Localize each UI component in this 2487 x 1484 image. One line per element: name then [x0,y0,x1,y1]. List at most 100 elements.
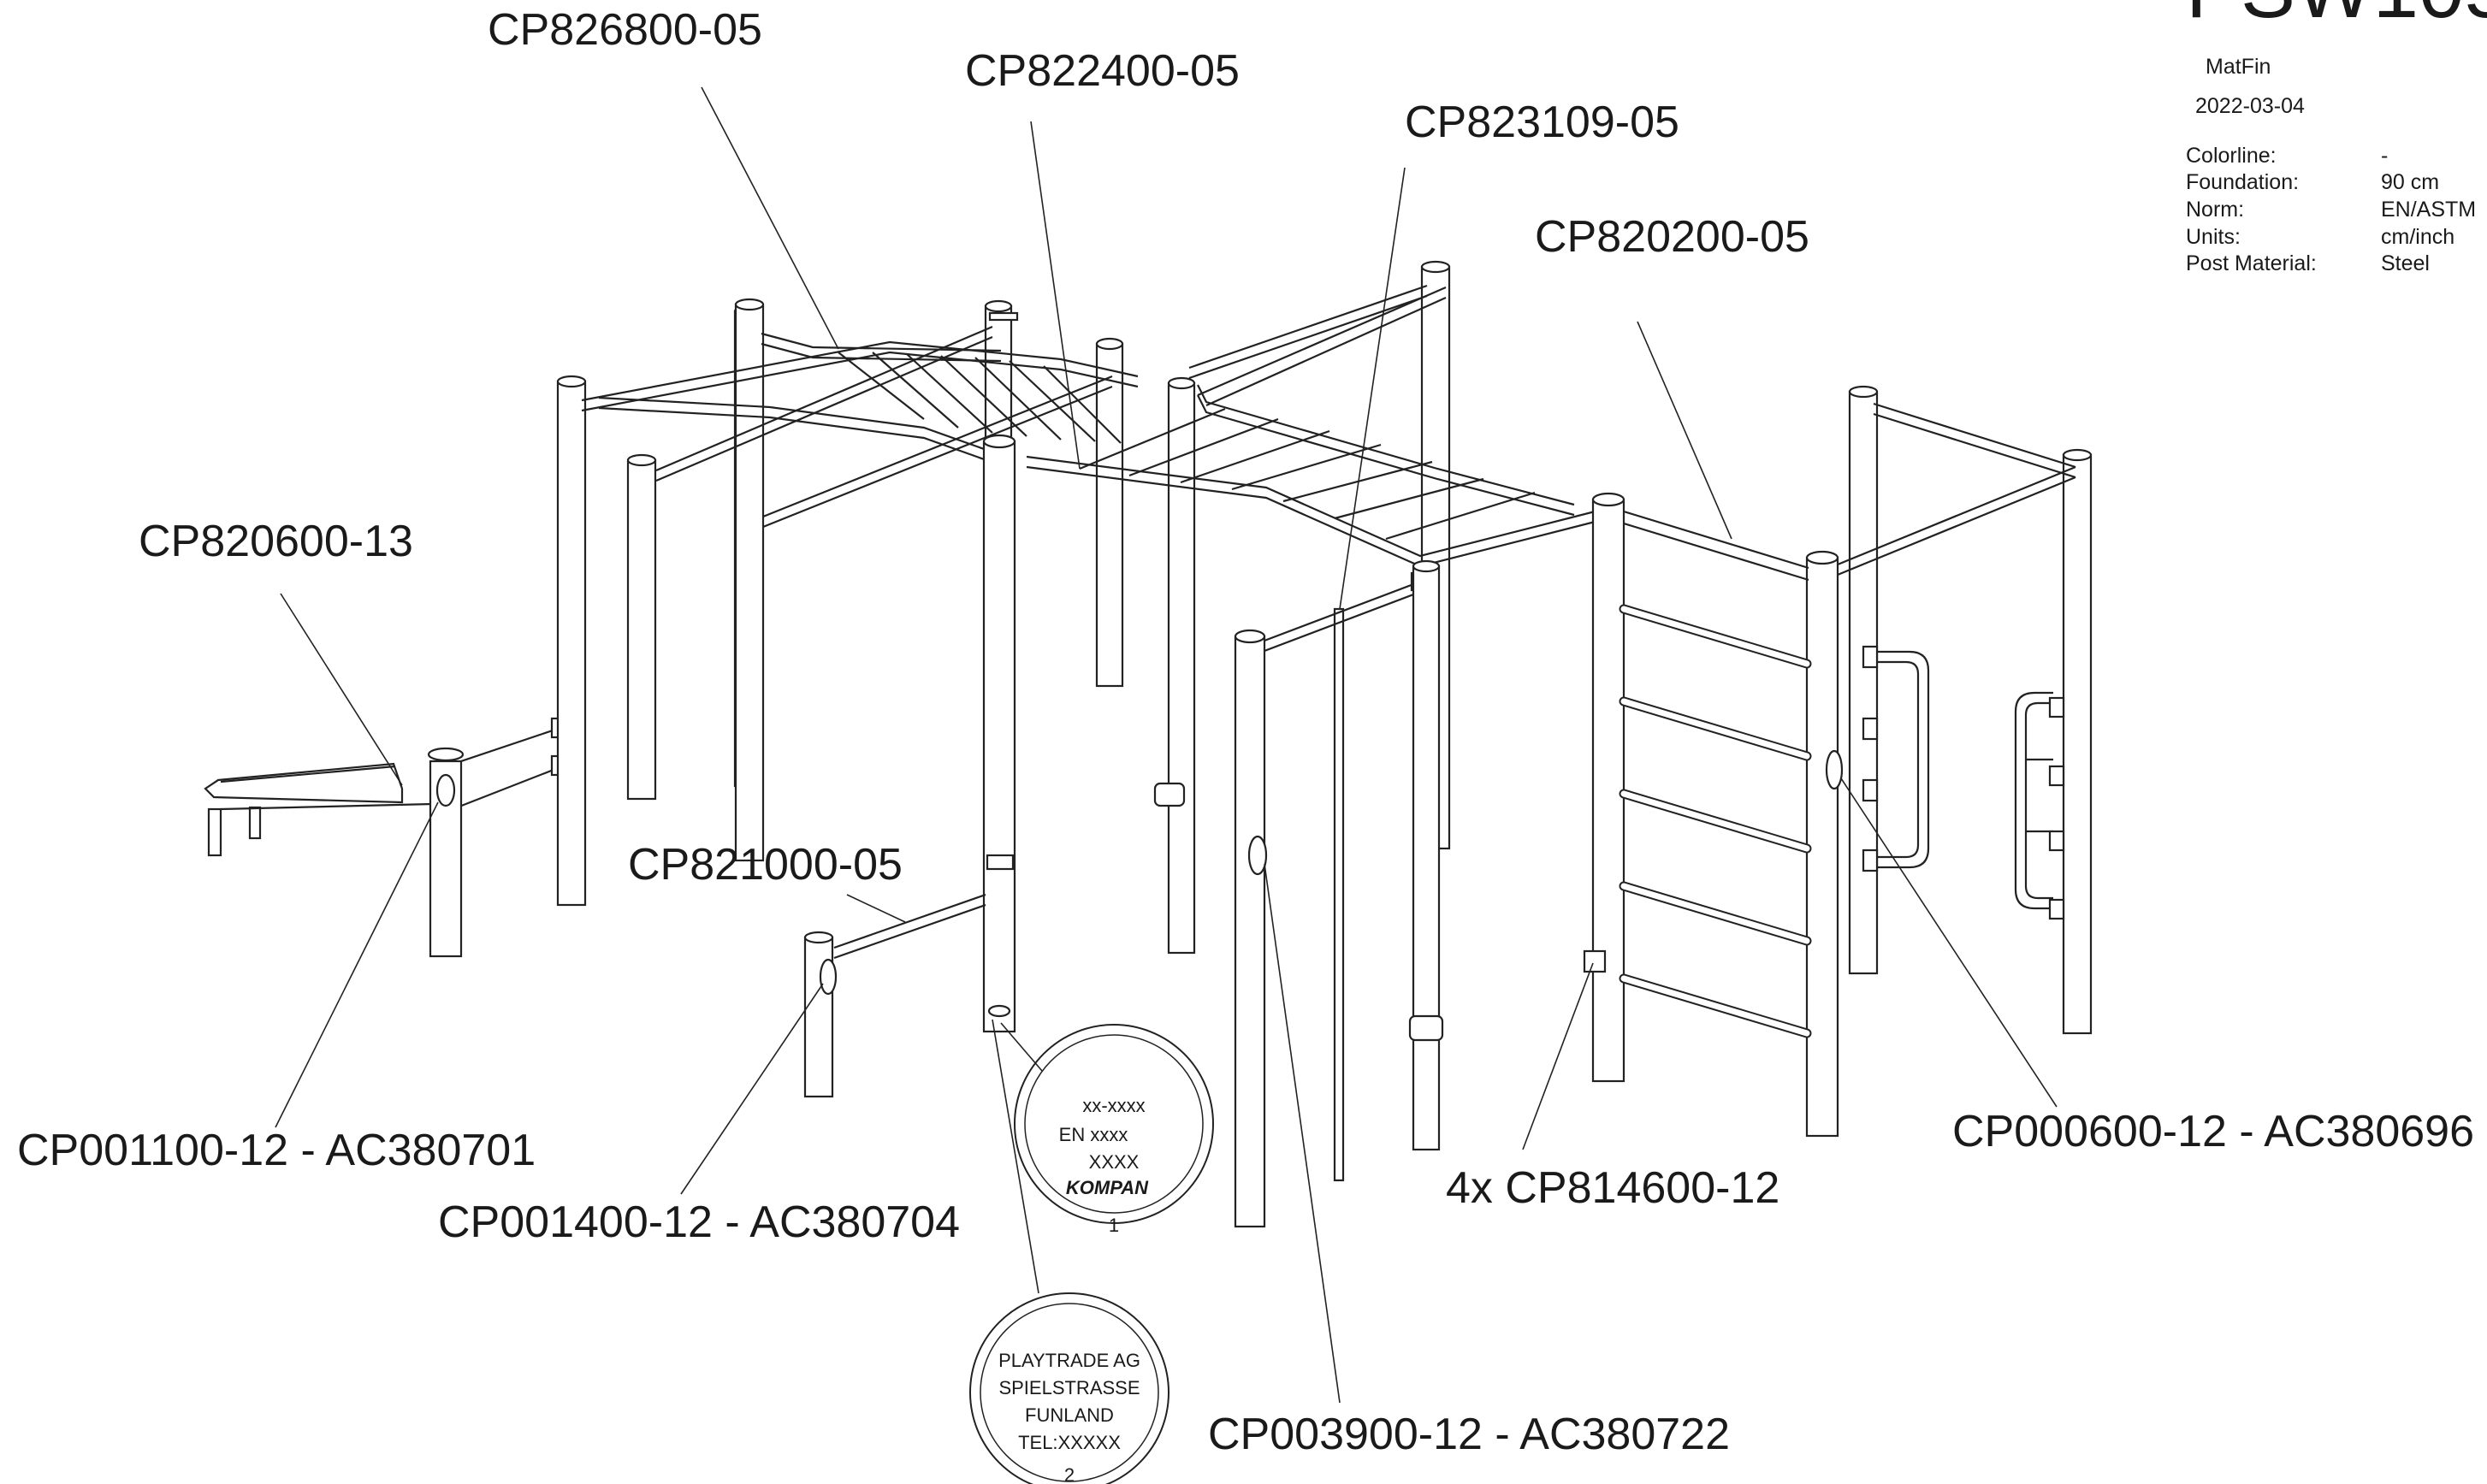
stamp-2-line-1: PLAYTRADE AG [998,1350,1140,1371]
spec-key-colorline: Colorline: [2186,144,2277,168]
leader-lines [275,86,2058,1404]
part-label-cp000600: CP000600-12 - AC380696 [1952,1107,2474,1156]
pull-up-bar [833,893,986,949]
post-handle [1825,749,1844,790]
post-cap [1848,385,1879,399]
leader-line [1000,1022,1043,1072]
part-label-cp814600: 4x CP814600-12 [1446,1163,1779,1213]
support-bar [1257,590,1421,655]
post-cap [803,931,834,944]
post-handle [435,773,456,807]
clamp [1862,717,1879,741]
leader-line [1637,321,1732,540]
clamp [1862,848,1879,872]
stamp-1: xx-xxxx EN xxxx XXXX KOMPAN 1 [1014,1024,1214,1236]
post-cap [984,299,1013,313]
stamp-1-line-1: xx-xxxx [1082,1095,1145,1116]
spec-value-units: cm/inch [2381,225,2454,249]
side-handle [1868,660,1920,859]
stamp-1-line-3: XXXX [1089,1151,1140,1173]
ladder-top-bar [1623,510,1809,570]
leader-line [680,983,824,1195]
side-handle [2024,701,2053,900]
part-label-cp826800: CP826800-05 [488,5,762,55]
clamp [2048,765,2065,787]
top-bar [1873,412,2076,479]
ladder-post-right [1805,556,1839,1138]
ladder-rung [1009,360,1096,442]
stamp-2-line-4: TEL:XXXXX [1018,1432,1121,1453]
clamp [2048,696,2065,718]
leader-line [280,593,403,786]
ladder-rung [1334,477,1484,520]
bench-bar [447,727,559,767]
spec-value-post-material: Steel [2381,251,2430,275]
post [734,303,765,862]
stamp-2-line-2: SPIELSTRASSE [998,1377,1140,1398]
post [1848,390,1879,975]
post [1412,565,1441,1151]
part-labels: CP826800-05 CP822400-05 CP823109-05 CP82… [17,5,2474,1459]
back-bar [762,385,1113,529]
ladder-rail [1026,465,1609,568]
post [2062,453,2093,1035]
ladder-rung [974,357,1062,440]
spec-key-post-material: Post Material: [2186,251,2317,275]
bench-leg [207,807,222,857]
post-handle [819,958,838,996]
ladder-rung [1043,365,1122,444]
back-bar [1188,294,1428,380]
clamp [1153,782,1186,807]
title-block: PSW1050 MatFin 2022-03-04 Colorline: - F… [2186,0,2487,275]
ladder-rung [1128,417,1279,477]
leader-line [1522,962,1594,1150]
ladder-rail [598,406,1002,467]
spec-key-units: Units: [2186,225,2241,249]
post-cap [1167,376,1196,390]
ladder-top-bar [1623,522,1809,582]
leader-line [992,1019,1039,1294]
ladder-rung [1385,491,1536,541]
post-cap [1805,550,1839,565]
ladder-rail [1026,455,1609,558]
post [1234,635,1266,1228]
part-label-cp003900: CP003900-12 - AC380722 [1208,1410,1730,1459]
part-label-cp822400: CP822400-05 [965,46,1240,96]
post-cap [1591,492,1625,507]
top-bar [1837,476,2076,576]
post-cap [1420,260,1451,274]
stamp-1-line-2: EN xxxx [1059,1124,1128,1145]
post [626,458,657,801]
clamp [2048,830,2065,852]
leader-line [1030,121,1081,470]
clamp [1583,949,1607,973]
back-bar [655,335,993,482]
post-cap [556,375,587,388]
ladder-rail [581,340,1139,402]
post-top [988,311,1019,322]
ladder-rung [872,352,959,429]
ladder-rung [1231,443,1382,491]
stamp-1-number: 1 [1109,1215,1119,1236]
author-name: MatFin [2206,55,2271,79]
part-label-cp820200: CP820200-05 [1535,212,1809,262]
top-bar [1205,296,1447,407]
ladder-rail [598,396,1002,457]
spec-value-colorline: - [2381,144,2388,168]
part-label-cp821000: CP821000-05 [628,840,903,890]
post-cap [982,434,1016,449]
side-handle [1868,650,1930,869]
frame-structure [204,260,2093,1228]
clamp [1862,778,1879,802]
bench-seat-edge [220,765,396,783]
leader-line [275,801,439,1128]
ladder-rung [1180,429,1330,484]
back-bar [762,375,1113,518]
post [1167,381,1196,955]
pull-up-bar [833,903,986,960]
part-label-cp001100: CP001100-12 - AC380701 [17,1126,536,1175]
ladder-rung [838,352,925,420]
post-bolt [987,1004,1011,1018]
side-handle [2014,691,2053,910]
